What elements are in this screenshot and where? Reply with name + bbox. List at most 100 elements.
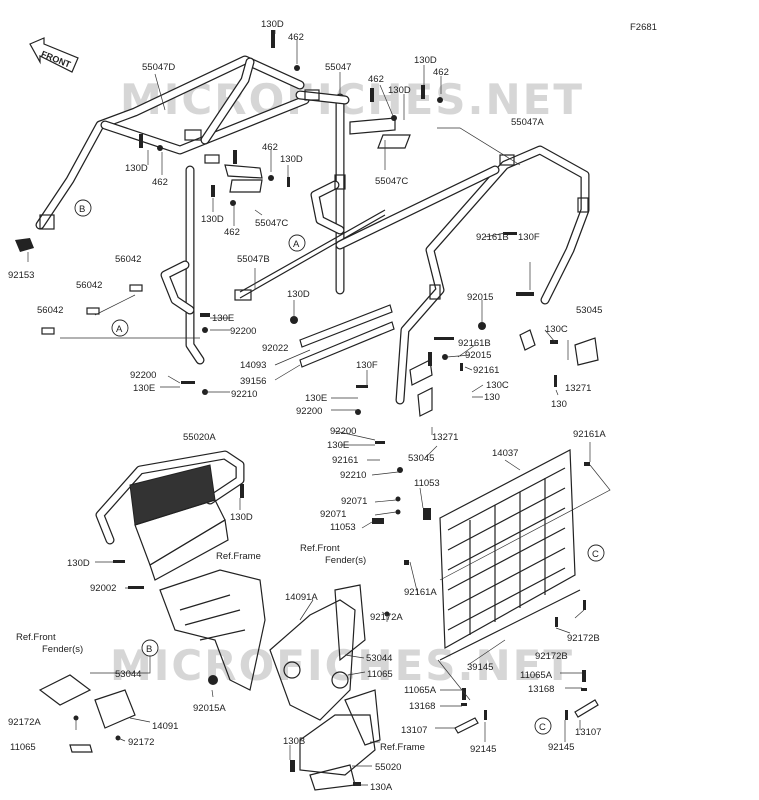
label-53045: 53045	[576, 305, 602, 316]
label-92172A: 92172A	[8, 717, 41, 728]
label-13107: 13107	[575, 727, 601, 738]
callout-a-top: A	[288, 234, 306, 252]
label-130D: 130D	[388, 85, 411, 96]
label-130: 130	[551, 399, 567, 410]
label-92022: 92022	[262, 343, 288, 354]
label-130C: 130C	[545, 324, 568, 335]
label-55047: 55047	[325, 62, 351, 73]
callout-b-left: B	[141, 639, 159, 657]
label-92071: 92071	[320, 509, 346, 520]
ref-front-fender-left-2: Fender(s)	[42, 644, 83, 655]
label-462: 462	[224, 227, 240, 238]
label-130E: 130E	[327, 440, 349, 451]
label-130D: 130D	[287, 289, 310, 300]
callout-c-bottom: C	[534, 717, 552, 735]
label-92161A: 92161A	[404, 587, 437, 598]
label-14093: 14093	[240, 360, 266, 371]
label-55020: 55020	[375, 762, 401, 773]
label-130F: 130F	[518, 232, 540, 243]
svg-text:A: A	[116, 324, 123, 335]
label-92200: 92200	[330, 426, 356, 437]
svg-text:C: C	[539, 722, 546, 733]
pads-56042	[41, 284, 143, 335]
ref-front-fender-top: Ref.Front	[300, 543, 340, 554]
svg-text:C: C	[592, 549, 599, 560]
label-130D: 130D	[261, 19, 284, 30]
label-92015: 92015	[465, 350, 491, 361]
label-55047D: 55047D	[142, 62, 175, 73]
label-92172: 92172	[128, 737, 154, 748]
label-130E: 130E	[133, 383, 155, 394]
label-92015A: 92015A	[193, 703, 226, 714]
label-92145: 92145	[470, 744, 496, 755]
label-92172B: 92172B	[567, 633, 600, 644]
label-130D: 130D	[125, 163, 148, 174]
label-14091: 14091	[152, 721, 178, 732]
label-55047C: 55047C	[375, 176, 408, 187]
rear-screen	[439, 449, 576, 650]
roll-cage	[35, 55, 590, 405]
label-92153: 92153	[8, 270, 34, 281]
label-462: 462	[262, 142, 278, 153]
label-14091A: 14091A	[285, 592, 318, 603]
label-130D: 130D	[280, 154, 303, 165]
label-55020A: 55020A	[183, 432, 216, 443]
label-11053: 11053	[330, 522, 356, 533]
figure-id: F2681	[630, 22, 657, 33]
label-130F: 130F	[356, 360, 378, 371]
label-55047A: 55047A	[511, 117, 544, 128]
label-92161B: 92161B	[458, 338, 491, 349]
label-56042: 56042	[115, 254, 141, 265]
grommet-92153-icon	[15, 238, 34, 252]
ref-front-fender-top-2: Fender(s)	[325, 555, 366, 566]
label-462: 462	[368, 74, 384, 85]
label-56042: 56042	[37, 305, 63, 316]
label-130B: 130B	[283, 736, 305, 747]
label-92200: 92200	[130, 370, 156, 381]
label-55047C: 55047C	[255, 218, 288, 229]
svg-text:B: B	[146, 644, 152, 655]
label-55047B: 55047B	[237, 254, 270, 265]
label-92145: 92145	[548, 742, 574, 753]
label-92210: 92210	[340, 470, 366, 481]
label-13168: 13168	[528, 684, 554, 695]
label-92172B: 92172B	[535, 651, 568, 662]
callout-a-left: A	[111, 319, 129, 337]
fasteners	[73, 30, 590, 786]
label-462: 462	[433, 67, 449, 78]
ref-frame-bottom: Ref.Frame	[380, 742, 425, 753]
label-11053: 11053	[414, 478, 440, 489]
label-92172A: 92172A	[370, 612, 403, 623]
label-92071: 92071	[341, 496, 367, 507]
label-92015: 92015	[467, 292, 493, 303]
label-11065: 11065	[10, 742, 36, 753]
front-bumper	[95, 450, 245, 581]
svg-text:A: A	[293, 239, 300, 250]
label-39145: 39145	[467, 662, 493, 673]
front-arrow-icon: FRONT	[29, 37, 79, 73]
watermark-bottom: MICROFICHES.NET	[110, 641, 574, 690]
label-92210: 92210	[231, 389, 257, 400]
callout-c-right: C	[587, 544, 605, 562]
label-92161: 92161	[473, 365, 499, 376]
label-13271: 13271	[565, 383, 591, 394]
bracket-55020	[299, 689, 381, 791]
bumper-bracket	[159, 569, 266, 691]
fender-parts	[38, 584, 366, 753]
bar-39145	[439, 589, 581, 661]
ref-front-fender-left: Ref.Front	[16, 632, 56, 643]
label-130E: 130E	[305, 393, 327, 404]
label-11065A: 11065A	[404, 685, 437, 696]
label-130: 130	[484, 392, 500, 403]
label-92161B: 92161B	[476, 232, 509, 243]
pins	[454, 699, 599, 734]
label-130E: 130E	[212, 313, 234, 324]
label-53044: 53044	[366, 653, 392, 664]
label-92002: 92002	[90, 583, 116, 594]
label-14037: 14037	[492, 448, 518, 459]
label-13107: 13107	[401, 725, 427, 736]
label-13271: 13271	[432, 432, 458, 443]
label-462: 462	[152, 177, 168, 188]
